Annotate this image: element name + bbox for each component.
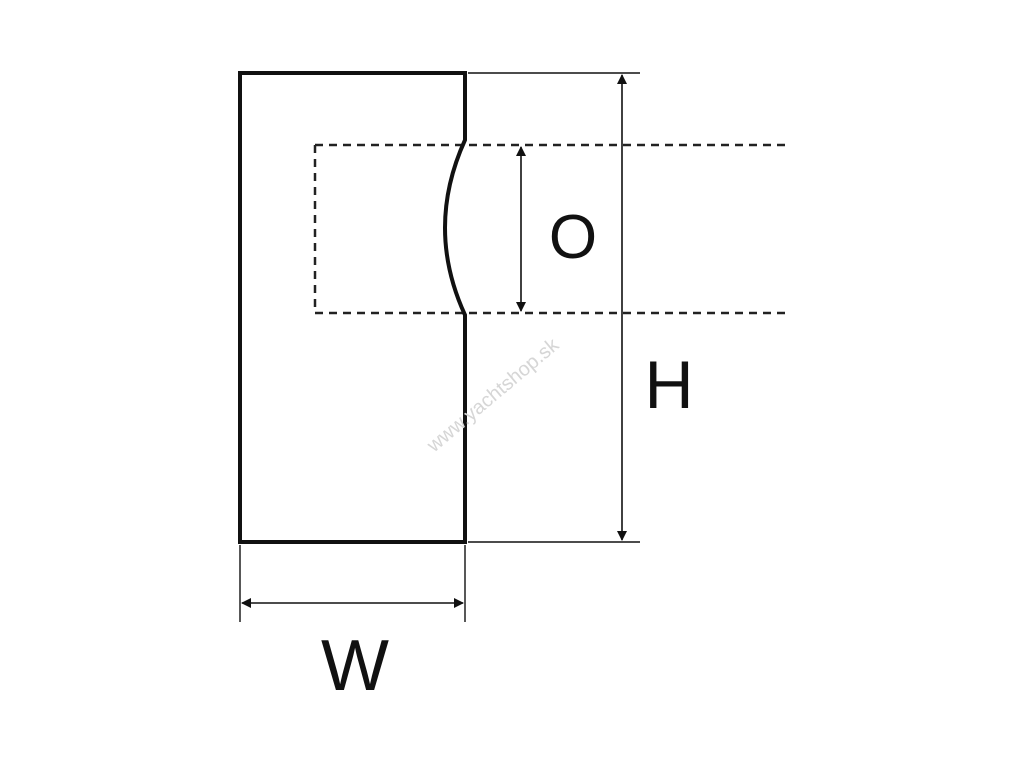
- profile-outline: [238, 71, 467, 544]
- watermark-text: www.yachtshop.sk: [422, 333, 564, 457]
- inserted-strip-dashed: [313, 143, 790, 315]
- opening-label: O: [549, 203, 597, 272]
- height-label: H: [644, 347, 693, 423]
- extension-lines: [239, 72, 640, 622]
- width-label: W: [321, 626, 389, 706]
